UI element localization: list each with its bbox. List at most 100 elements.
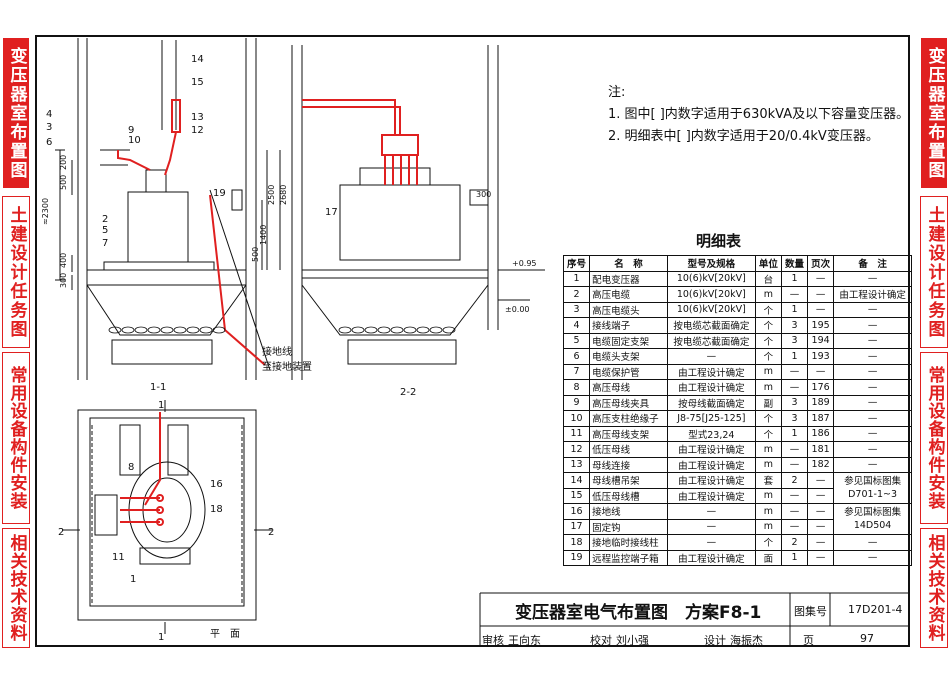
- side-tab-text: 土建设计任务图: [6, 205, 27, 339]
- cell-page: —: [807, 363, 835, 380]
- cell-qty: —: [780, 286, 809, 303]
- cell-page: 176: [807, 379, 835, 396]
- header-remark: 备 注: [833, 255, 912, 272]
- atlas-number: 17D201-4: [848, 603, 903, 616]
- cell-remark: —: [833, 270, 912, 287]
- side-tab-tech-docs[interactable]: 相关技术资料: [2, 528, 30, 648]
- cell-spec: 按电缆芯截面确定: [666, 332, 756, 349]
- cell-page: —: [807, 301, 835, 318]
- cell-spec: 由工程设计确定: [666, 472, 756, 489]
- cell-qty: 3: [780, 332, 809, 349]
- side-tab-text: 土建设计任务图: [924, 205, 945, 339]
- cell-qty: 2: [780, 472, 809, 489]
- cell-name: 低压母线: [589, 441, 668, 458]
- merged-note-line: D701-1~3: [848, 489, 898, 500]
- section-1-1: [55, 38, 271, 380]
- callout-19: 19: [213, 188, 226, 199]
- cell-qty: —: [780, 441, 809, 458]
- header-spec: 型号及规格: [666, 255, 756, 272]
- callout-6: 6: [46, 137, 52, 148]
- cell-qty: 1: [780, 425, 809, 442]
- side-tab-text: 常用设备构件安装: [924, 366, 945, 510]
- side-tab-equipment-install-right[interactable]: 常用设备构件安装: [920, 352, 948, 524]
- cell-spec: —: [666, 348, 756, 365]
- side-tab-transformer-room[interactable]: 变压器室布置图: [3, 38, 29, 191]
- cell-page: 181: [807, 441, 835, 458]
- cell-page: —: [807, 549, 835, 566]
- cell-name: 接线端子: [589, 317, 668, 334]
- plan-label: 平 面: [210, 629, 240, 640]
- cell-no: 13: [562, 456, 591, 473]
- merged-note-line: 14D504: [853, 520, 892, 531]
- side-tab-civil-design[interactable]: 土建设计任务图: [2, 196, 30, 348]
- page-label: 页: [803, 634, 814, 647]
- cut-mark-2-right: 2: [268, 527, 274, 538]
- side-tab-transformer-room-right[interactable]: 变压器室布置图: [921, 38, 947, 188]
- cell-spec: 由工程设计确定: [666, 456, 756, 473]
- cell-remark: —: [833, 441, 912, 458]
- cell-qty: 3: [780, 410, 809, 427]
- callout-4: 4: [46, 109, 52, 120]
- cell-no: 15: [562, 487, 591, 504]
- cell-spec: —: [666, 503, 756, 520]
- cell-remark: —: [833, 549, 912, 566]
- cell-qty: —: [780, 518, 809, 535]
- callout-12: 12: [191, 125, 204, 136]
- dim-2300: ≈2300: [41, 198, 50, 225]
- cell-spec: —: [666, 518, 756, 535]
- cell-unit: 个: [754, 425, 782, 442]
- side-tab-text: 相关技术资料: [6, 534, 27, 642]
- cell-page: —: [807, 487, 835, 504]
- cell-unit: m: [754, 286, 782, 303]
- notes-heading: 注:: [608, 85, 626, 100]
- cell-page: 195: [807, 317, 835, 334]
- cut-mark-1-bottom: 1: [158, 632, 164, 643]
- dim-200: 200: [59, 155, 68, 170]
- callout-1: 1: [130, 574, 136, 585]
- cell-qty: —: [780, 379, 809, 396]
- cell-spec: 型式23,24: [666, 425, 756, 442]
- cell-no: 12: [562, 441, 591, 458]
- callout-3: 3: [46, 122, 52, 133]
- header-unit: 单位: [754, 255, 782, 272]
- cell-remark: —: [833, 363, 912, 380]
- cell-no: 9: [562, 394, 591, 411]
- design-label: 设计: [704, 634, 726, 647]
- cell-unit: m: [754, 518, 782, 535]
- cell-remark: —: [833, 425, 912, 442]
- cell-name: 接地线: [589, 503, 668, 520]
- cell-spec: 由工程设计确定: [666, 441, 756, 458]
- cell-name: 高压支柱绝缘子: [589, 410, 668, 427]
- ground-note-a: 接地线: [262, 345, 292, 358]
- side-tab-civil-design-right[interactable]: 土建设计任务图: [920, 196, 948, 348]
- cell-no: 8: [562, 379, 591, 396]
- cell-name: 电缆头支架: [589, 348, 668, 365]
- cell-unit: m: [754, 363, 782, 380]
- ground-note-b: 至接地装置: [262, 360, 312, 373]
- callout-13: 13: [191, 112, 204, 123]
- cell-no: 19: [562, 549, 591, 566]
- callout-10: 10: [128, 135, 141, 146]
- section-2-2-label: 2-2: [400, 387, 416, 398]
- cell-remark: —: [833, 348, 912, 365]
- check-label: 校对: [590, 634, 612, 647]
- bom-title: 明细表: [696, 232, 742, 250]
- cell-page: —: [807, 286, 835, 303]
- cell-name: 高压母线支架: [589, 425, 668, 442]
- side-tab-tech-docs-right[interactable]: 相关技术资料: [920, 528, 948, 648]
- callout-5: 5: [102, 225, 108, 236]
- plan-view: [62, 400, 272, 634]
- cell-name: 接地临时接线柱: [589, 534, 668, 551]
- cell-qty: 1: [780, 348, 809, 365]
- cut-mark-2-left: 2: [58, 527, 64, 538]
- side-tab-equipment-install[interactable]: 常用设备构件安装: [2, 352, 30, 524]
